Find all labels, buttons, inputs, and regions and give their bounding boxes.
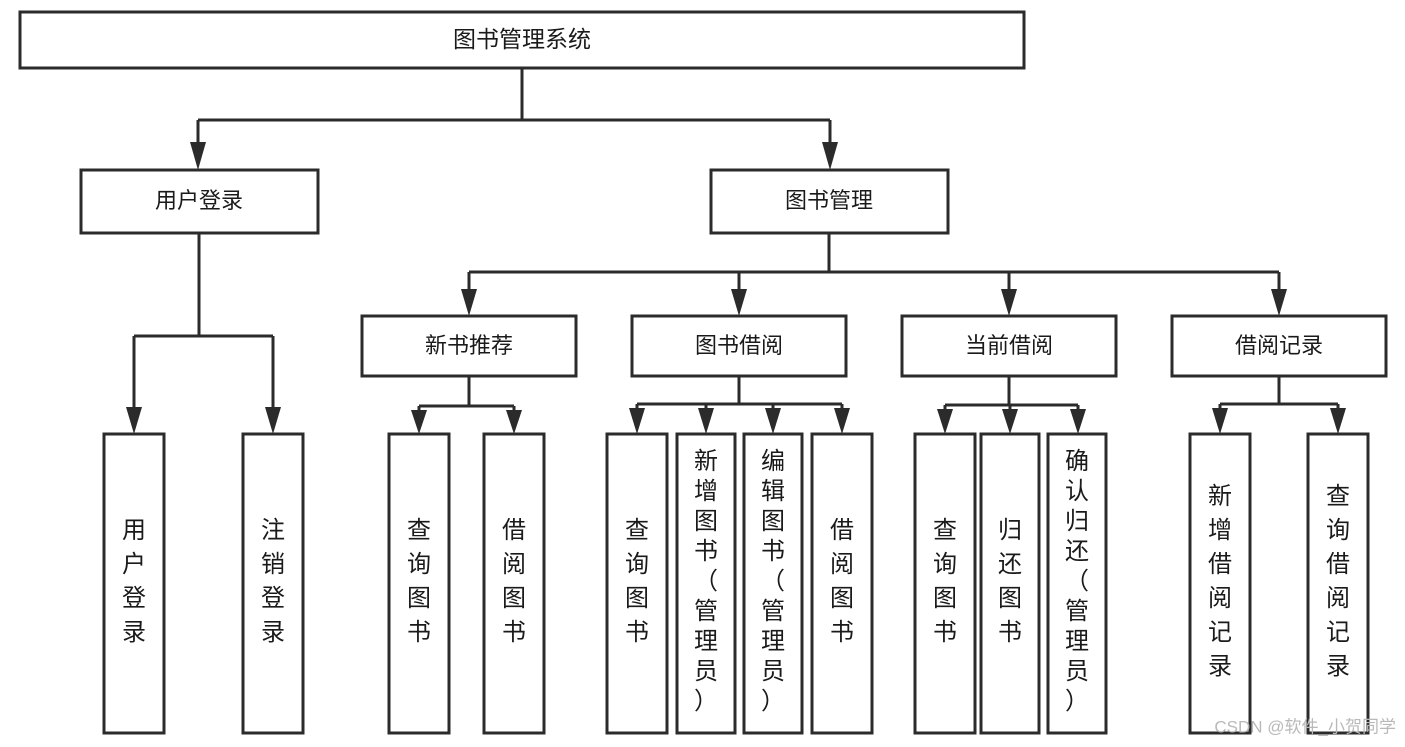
arrow-to-leaf-query-book-2 — [629, 408, 645, 434]
leaf-user-login[interactable]: 用户登录 — [102, 432, 166, 735]
connector-layer — [126, 68, 1346, 434]
node-new-book-recommend-box[interactable] — [360, 314, 578, 378]
node-new-book-recommend-label: 新书推荐 — [425, 333, 513, 358]
arrow-to-user-login — [190, 142, 206, 170]
leaf-query-book-new[interactable]: 查询图书 — [387, 432, 451, 735]
arrow-to-book-mgmt — [822, 142, 838, 170]
leaf-add-book-admin-box[interactable] — [675, 432, 737, 735]
leaf-borrow-book-borrow[interactable]: 借阅图书 — [810, 432, 874, 735]
node-current-borrow-label: 当前借阅 — [965, 333, 1053, 358]
leaf-return-book-label: 归还图书 — [998, 517, 1022, 646]
arrow-to-borrow — [731, 289, 747, 316]
leaf-add-book-admin-label: 新增图书（管理员） — [694, 448, 718, 715]
arrow-to-leaf-query-book-3 — [937, 409, 953, 434]
node-book-borrow-label: 图书借阅 — [695, 333, 783, 358]
node-book-borrow-box[interactable] — [630, 314, 848, 378]
leaf-logout-box[interactable] — [241, 432, 305, 735]
leaf-add-borrow-record-box[interactable] — [1188, 432, 1252, 735]
arrow-to-leaf-add-book — [698, 408, 714, 434]
arrow-to-leaf-query-record — [1330, 408, 1346, 434]
csdn-watermark: CSDN @软件_小贺同学 — [1214, 717, 1396, 736]
node-book-management-box[interactable] — [709, 168, 950, 235]
leaf-logout[interactable]: 注销登录 — [241, 432, 305, 735]
arrow-to-leaf-add-record — [1212, 408, 1228, 434]
leaf-query-borrow-record[interactable]: 查询借阅记录 — [1306, 432, 1370, 735]
leaf-borrow-book-borrow-box[interactable] — [810, 432, 874, 735]
leaf-query-book-borrow[interactable]: 查询图书 — [605, 432, 669, 735]
arrow-to-leaf-edit-book — [765, 408, 781, 434]
leaf-add-borrow-record[interactable]: 新增借阅记录 — [1188, 432, 1252, 735]
leaf-confirm-return-admin-box[interactable] — [1046, 432, 1108, 735]
node-current-borrow[interactable]: 当前借阅 — [900, 314, 1118, 378]
arrow-to-current — [1001, 289, 1017, 316]
leaf-confirm-return-admin-label: 确认归还（管理员） — [1065, 448, 1089, 715]
leaf-query-borrow-record-label: 查询借阅记录 — [1326, 483, 1350, 680]
leaf-query-book-new-label: 查询图书 — [407, 517, 431, 646]
arrow-to-leaf-confirm-return — [1070, 409, 1086, 434]
leaf-query-borrow-record-box[interactable] — [1306, 432, 1370, 735]
arrow-to-leaf-borrow-book-1 — [506, 410, 522, 434]
node-borrow-records-box[interactable] — [1170, 314, 1388, 378]
leaf-add-borrow-record-label: 新增借阅记录 — [1208, 483, 1232, 680]
leaf-user-login-label: 用户登录 — [122, 517, 146, 646]
leaf-borrow-book-new-box[interactable] — [482, 432, 546, 735]
leaf-borrow-book-new-label: 借阅图书 — [502, 517, 526, 646]
leaf-query-book-current-label: 查询图书 — [933, 517, 957, 646]
leaf-borrow-book-new[interactable]: 借阅图书 — [482, 432, 546, 735]
node-book-management[interactable]: 图书管理 — [709, 168, 950, 235]
arrow-to-new-book — [461, 289, 477, 316]
node-current-borrow-box[interactable] — [900, 314, 1118, 378]
arrow-to-leaf-query-book-1 — [411, 410, 427, 434]
node-new-book-recommend[interactable]: 新书推荐 — [360, 314, 578, 378]
leaf-edit-book-admin-label: 编辑图书（管理员） — [761, 448, 785, 715]
node-borrow-records[interactable]: 借阅记录 — [1170, 314, 1388, 378]
leaf-return-book-box[interactable] — [979, 432, 1041, 735]
node-borrow-records-label: 借阅记录 — [1235, 333, 1323, 358]
arrow-to-leaf-borrow-book-2 — [834, 408, 850, 434]
arrow-to-records — [1271, 289, 1287, 316]
leaf-logout-label: 注销登录 — [261, 517, 285, 646]
arrow-to-leaf-logout — [265, 407, 281, 434]
leaf-query-book-borrow-label: 查询图书 — [625, 517, 649, 646]
arrow-to-leaf-return-book — [1002, 409, 1018, 434]
leaf-edit-book-admin[interactable]: 编辑图书（管理员） — [742, 432, 804, 735]
leaf-add-book-admin[interactable]: 新增图书（管理员） — [675, 432, 737, 735]
leaf-borrow-book-borrow-label: 借阅图书 — [830, 517, 854, 646]
leaf-query-book-new-box[interactable] — [387, 432, 451, 735]
node-user-login-label: 用户登录 — [155, 188, 243, 213]
leaf-user-login-box[interactable] — [102, 432, 166, 735]
leaf-query-book-current-box[interactable] — [913, 432, 977, 735]
node-user-login-box[interactable] — [79, 168, 320, 235]
leaf-return-book[interactable]: 归还图书 — [979, 432, 1041, 735]
leaf-query-book-borrow-box[interactable] — [605, 432, 669, 735]
node-root[interactable]: 图书管理系统 — [18, 10, 1026, 70]
leaf-edit-book-admin-box[interactable] — [742, 432, 804, 735]
node-user-login[interactable]: 用户登录 — [79, 168, 320, 235]
node-root-label: 图书管理系统 — [453, 26, 591, 52]
arrow-to-leaf-user-login — [126, 407, 142, 434]
leaf-query-book-current[interactable]: 查询图书 — [913, 432, 977, 735]
node-book-borrow[interactable]: 图书借阅 — [630, 314, 848, 378]
node-root-box[interactable] — [18, 10, 1026, 70]
node-book-management-label: 图书管理 — [785, 188, 873, 213]
leaf-confirm-return-admin[interactable]: 确认归还（管理员） — [1046, 432, 1108, 735]
